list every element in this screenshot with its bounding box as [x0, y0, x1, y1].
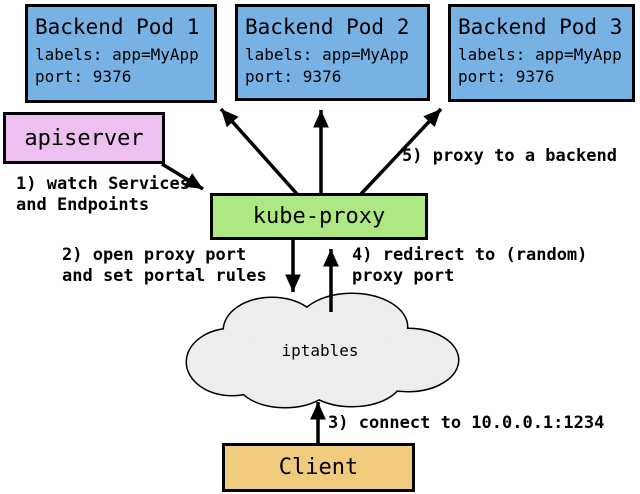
- pod-port: port: 9376: [245, 67, 342, 86]
- pod-labels: labels: app=MyApp: [458, 45, 622, 64]
- arrow-apiserver-to-kube-proxy: [161, 162, 204, 191]
- kube-proxy-label: kube-proxy: [252, 204, 386, 229]
- annotation-step-3: 3) connect to 10.0.0.1:1234: [328, 413, 605, 433]
- pod-port: port: 9376: [35, 67, 132, 86]
- pod-labels: labels: app=MyApp: [35, 45, 199, 64]
- apiserver-label: apiserver: [24, 125, 144, 151]
- client-label: Client: [278, 455, 359, 480]
- client-box: Client: [222, 443, 415, 492]
- apiserver-box: apiserver: [3, 112, 165, 164]
- arrow-kube-proxy-to-pod1: [219, 107, 299, 196]
- arrow-kube-proxy-to-pod3: [359, 107, 443, 196]
- backend-pod-3-box: Backend Pod 3 labels: app=MyApp port: 93…: [448, 4, 635, 102]
- pod-title: Backend Pod 2: [245, 15, 410, 39]
- iptables-label: iptables: [281, 341, 359, 360]
- pod-title: Backend Pod 1: [35, 15, 200, 39]
- pod-title: Backend Pod 3: [458, 15, 623, 39]
- annotation-step-5: 5) proxy to a backend: [402, 146, 617, 166]
- kube-proxy-box: kube-proxy: [210, 193, 428, 240]
- backend-pod-1-box: Backend Pod 1 labels: app=MyApp port: 93…: [25, 4, 217, 103]
- annotation-step-4: 4) redirect to (random) proxy port: [352, 245, 588, 286]
- annotation-step-1: 1) watch Services and Endpoints: [16, 174, 190, 215]
- pod-port: port: 9376: [458, 67, 555, 86]
- annotation-step-2: 2) open proxy port and set portal rules: [62, 245, 267, 286]
- backend-pod-2-box: Backend Pod 2 labels: app=MyApp port: 93…: [235, 4, 430, 101]
- iptables-cloud: [185, 292, 460, 409]
- pod-labels: labels: app=MyApp: [245, 45, 409, 64]
